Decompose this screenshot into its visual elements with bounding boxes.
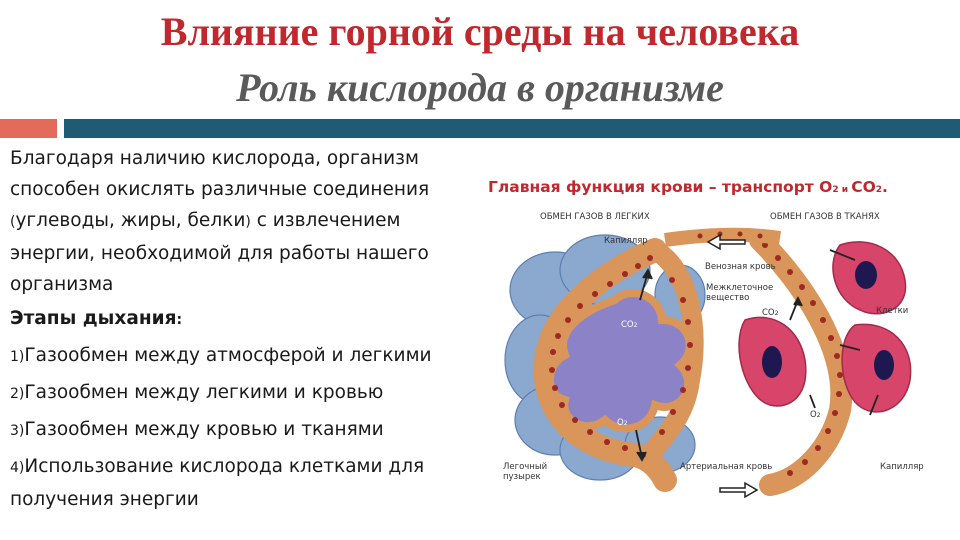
paren-close: ): [245, 214, 251, 230]
stage-text: Использование кислорода клетками для пол…: [10, 456, 425, 510]
stage-number: 1): [10, 349, 25, 365]
stage-text: Газообмен между легкими и кровью: [24, 382, 384, 403]
stage-item: 1)Газообмен между атмосферой и легкими: [10, 340, 468, 373]
label-o2-tissue: О2: [810, 410, 821, 420]
figure-title-co: СО: [851, 178, 876, 196]
alveolus: [546, 288, 694, 433]
stage-item: 3)Газообмен между кровью и тканями: [10, 414, 468, 447]
figure-title-o2-sub: 2: [832, 185, 839, 195]
label-lung-vesicle-2: пузырек: [503, 472, 541, 482]
label-venous-blood: Венозная кровь: [705, 262, 776, 272]
lung-blood-cells: [549, 255, 693, 458]
label-capillary-bottom: Капилляр: [880, 462, 924, 472]
stage-number: 3): [10, 423, 25, 439]
stage-text: Газообмен между атмосферой и легкими: [24, 345, 432, 366]
figure-title-main: Главная функция крови – транспорт О: [488, 178, 833, 196]
label-arterial-blood: Артериальная кровь: [680, 462, 773, 472]
flow-arrows: [706, 233, 759, 499]
label-cells: Клетки: [876, 306, 909, 316]
tissue-blood-cells: [762, 242, 843, 476]
figure-title-co2-sub: 2: [875, 185, 883, 195]
stage-item: 4)Использование кислорода клетками для п…: [10, 451, 468, 515]
stages-heading-colon: :: [176, 312, 183, 328]
stage-number: 4): [10, 460, 25, 476]
stage-number: 2): [10, 386, 25, 402]
intro-text-part1: Благодаря наличию кислорода, организм сп…: [10, 148, 430, 200]
label-lung-vesicle-1: Легочный: [503, 462, 548, 472]
label-co2-alveolus: СО2: [621, 320, 638, 330]
accent-bar-blue: [64, 119, 960, 138]
header-lungs: ОБМЕН ГАЗОВ В ЛЕГКИХ: [540, 212, 650, 222]
figure-title-end: .: [882, 178, 888, 196]
gas-exchange-figure: [470, 170, 960, 525]
intro-text-part3: с извлечением энергии, необходимой для р…: [10, 210, 429, 295]
lung-capillary: [533, 238, 677, 492]
figure-title: Главная функция крови – транспорт О2 и С…: [488, 178, 888, 196]
slide-subtitle: Роль кислорода в организме: [236, 65, 724, 110]
slide-title: Влияние горной среды на человека: [160, 9, 800, 54]
stages-heading: Этапы дыхания:: [10, 303, 468, 336]
header-tissues: ОБМЕН ГАЗОВ В ТКАНЯХ: [770, 212, 880, 222]
accent-bar-red: [0, 119, 57, 138]
body-text: Благодаря наличию кислорода, организм сп…: [10, 143, 468, 515]
gas-arrows: [635, 249, 879, 462]
intro-paragraph: Благодаря наличию кислорода, организм сп…: [10, 143, 468, 300]
label-intercellular-2: вещество: [706, 293, 750, 303]
stages-heading-text: Этапы дыхания: [10, 308, 177, 329]
stage-item: 2)Газообмен между легкими и кровью: [10, 377, 468, 410]
stage-text: Газообмен между кровью и тканями: [24, 419, 384, 440]
label-intercellular-1: Межклеточное: [706, 283, 774, 293]
paren-open: (: [10, 214, 16, 230]
intro-text-part2: углеводы, жиры, белки: [15, 210, 246, 231]
figure-title-and: и: [838, 185, 852, 195]
tissue-cells: [738, 241, 912, 413]
label-o2-alveolus: О2: [617, 418, 628, 428]
label-capillary-top: Капилляр: [604, 236, 648, 246]
label-co2-tissue: СО2: [762, 308, 779, 318]
tissue-capillary: [749, 229, 853, 496]
